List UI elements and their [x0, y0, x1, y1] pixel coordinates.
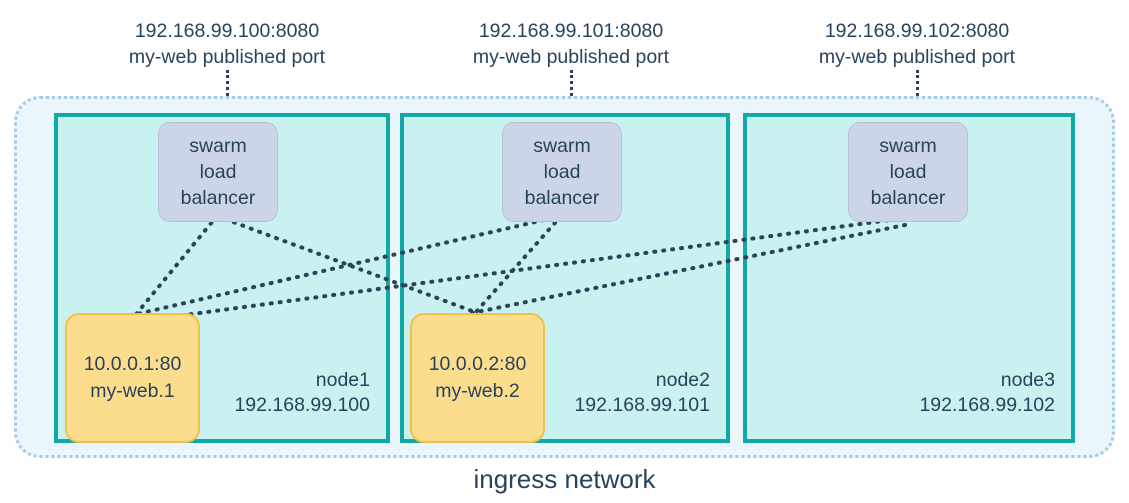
- published-port-address: 192.168.99.102:8080: [824, 20, 1010, 42]
- published-port-label-node3: 192.168.99.102:8080 my-web published por…: [803, 18, 1031, 70]
- node-name-label: node3: [1000, 369, 1055, 391]
- lb-line-1: swarm: [189, 135, 247, 157]
- swarm-load-balancer-node1: swarm load balancer: [158, 122, 278, 222]
- lb-line-1: swarm: [533, 135, 591, 157]
- node-ip-label: 192.168.99.102: [919, 394, 1055, 416]
- published-port-description: my-web published port: [128, 46, 326, 68]
- node-ip-label: 192.168.99.100: [234, 394, 370, 416]
- published-port-description: my-web published port: [472, 46, 670, 68]
- node-name-label: node1: [315, 369, 370, 391]
- task-address: 10.0.0.1:80: [83, 353, 182, 375]
- swarm-load-balancer-node3: swarm load balancer: [848, 122, 968, 222]
- published-port-address: 192.168.99.100:8080: [134, 20, 320, 42]
- leader-line-node1: [226, 70, 229, 114]
- leader-line-node2: [570, 70, 573, 114]
- task-name: my-web.2: [435, 380, 520, 402]
- swarm-load-balancer-node2: swarm load balancer: [502, 122, 622, 222]
- lb-line-1: swarm: [879, 135, 937, 157]
- node-name-label: node2: [655, 369, 710, 391]
- node-ip-label: 192.168.99.101: [574, 394, 710, 416]
- published-port-label-node2: 192.168.99.101:8080 my-web published por…: [457, 18, 685, 70]
- published-port-label-node1: 192.168.99.100:8080 my-web published por…: [113, 18, 341, 70]
- ingress-network-caption: ingress network: [473, 464, 656, 494]
- lb-line-3: balancer: [870, 187, 946, 209]
- lb-line-3: balancer: [524, 187, 600, 209]
- published-port-description: my-web published port: [818, 46, 1016, 68]
- task-box-my-web-1: 10.0.0.1:80 my-web.1: [65, 313, 200, 443]
- leader-line-node3: [916, 70, 919, 114]
- task-name: my-web.1: [90, 380, 175, 402]
- lb-line-3: balancer: [180, 187, 256, 209]
- task-address: 10.0.0.2:80: [428, 353, 527, 375]
- published-port-address: 192.168.99.101:8080: [478, 20, 664, 42]
- lb-line-2: load: [199, 161, 237, 183]
- lb-line-2: load: [543, 161, 581, 183]
- lb-line-2: load: [889, 161, 927, 183]
- task-box-my-web-2: 10.0.0.2:80 my-web.2: [410, 313, 545, 443]
